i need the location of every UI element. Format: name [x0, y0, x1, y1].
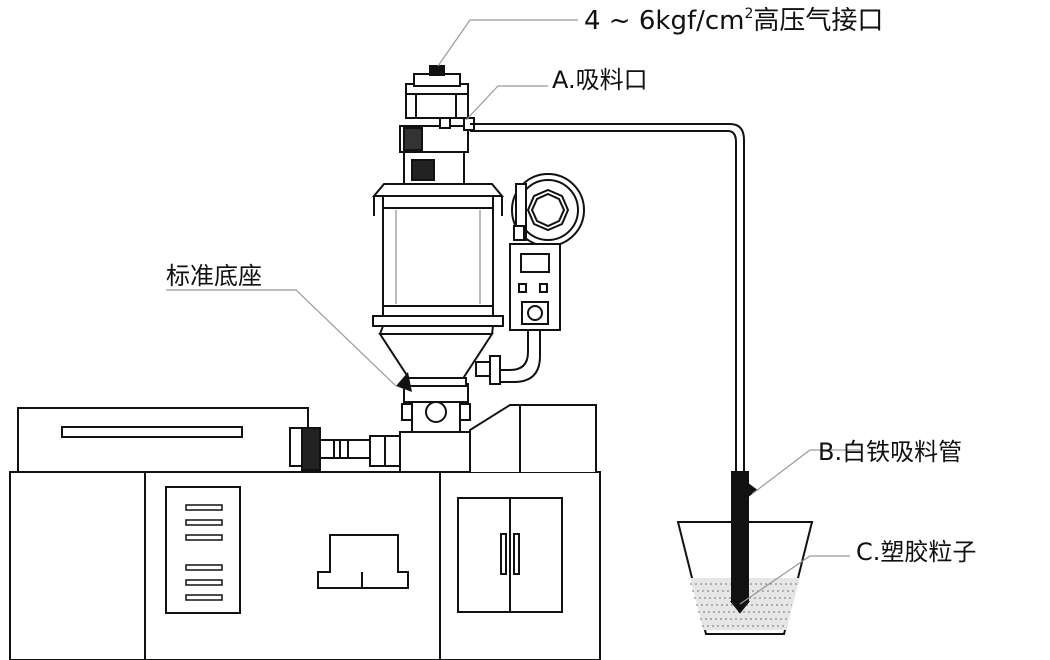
- machine-body: [9, 404, 601, 660]
- suction-wand: [731, 471, 749, 603]
- vent-slots: [185, 504, 223, 601]
- hopper-cylinder: [371, 183, 505, 335]
- standard-base-label: 标准底座: [166, 262, 262, 290]
- air-inlet-superscript: 2: [744, 6, 754, 22]
- suction-pipe-label: B.白铁吸料管: [818, 438, 963, 466]
- suction-pipe: [470, 123, 745, 472]
- leader-lines: [166, 19, 860, 605]
- plastic-pellets-label: C.塑胶粒子: [856, 538, 977, 566]
- suction-inlet-label: A.吸料口: [552, 66, 648, 94]
- blower-motor: [511, 173, 585, 247]
- air-inlet-suffix: 高压气接口: [753, 6, 884, 36]
- blower-duct: [475, 330, 541, 385]
- barrel-assembly: [289, 427, 471, 473]
- base-pointer-arrow: [396, 372, 412, 392]
- loader-head: [399, 65, 475, 185]
- air-inlet-label: 4 ~ 6kgf/cm2高压气接口: [584, 6, 884, 36]
- control-box: [509, 243, 561, 331]
- standard-base: [401, 383, 471, 433]
- air-inlet-prefix: 4 ~ 6kgf/cm: [584, 6, 745, 36]
